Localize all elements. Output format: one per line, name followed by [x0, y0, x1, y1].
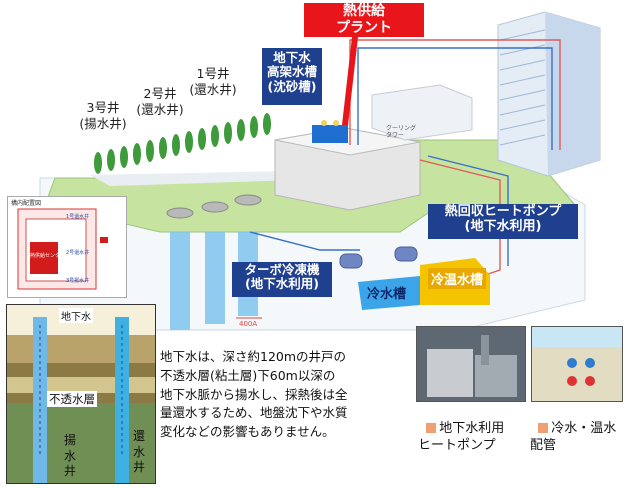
- site-map: 構内配置図 熱供給センター 1号還水井 2号還水井 3号揚水井: [7, 196, 127, 298]
- site-map-title: 構内配置図: [11, 200, 42, 207]
- heat-pump-machine: [339, 246, 418, 269]
- well-shaft-2: [205, 232, 225, 324]
- tree-row: [94, 113, 271, 174]
- section-title: 地下水: [59, 308, 93, 323]
- description-text: 地下水は、深さ約120mの井戸の 不透水層(粘土層)下60m以深の 地下水脈から…: [160, 349, 348, 439]
- pumping-well-label: 揚 水 井: [64, 433, 77, 479]
- elevated-tank: [312, 125, 348, 143]
- well-2-head: [201, 201, 229, 213]
- cooling-building: [371, 84, 473, 141]
- well-1-label: 1号井 (還水井): [189, 66, 237, 97]
- return-well-label: 還 水 井: [133, 429, 146, 475]
- well-3-label: 3号井 (揚水井): [79, 100, 127, 131]
- turbo-chiller-label: ターボ冷凍機 (地下水利用): [232, 262, 332, 297]
- impervious-label: 不透水層: [47, 391, 97, 407]
- plant-label: 熱供給 プラント: [304, 3, 424, 37]
- site-map-center: 熱供給センター: [30, 253, 66, 259]
- site-map-label-3: 3号揚水井: [66, 278, 90, 284]
- site-map-label-2: 2号還水井: [66, 250, 90, 256]
- depth-label: 400A: [239, 320, 258, 328]
- cooling-tower-label: クーリング タワー: [386, 125, 417, 139]
- cold-tank: [358, 276, 420, 310]
- heat-pump-label: 熱回収ヒートポンプ (地下水利用): [428, 204, 578, 239]
- piping-photo: [531, 326, 623, 402]
- caption-marker-icon: [426, 422, 437, 433]
- well-2-label: 2号井 (還水井): [136, 86, 184, 117]
- well-cross-section: 地下水 不透水層 揚 水 井 還 水 井: [6, 304, 156, 484]
- well-shaft-3: [170, 232, 190, 330]
- tank-label: 地下水 高架水槽 (沈砂槽): [262, 48, 322, 105]
- warm-tank-label: 冷温水槽: [428, 268, 487, 289]
- caption-marker-icon: [538, 422, 549, 433]
- well-1-head: [234, 194, 262, 206]
- well-3-head: [166, 207, 194, 219]
- heat-pump-photo: [416, 326, 526, 402]
- photo-caption-2: 冷水・温水 配管: [530, 420, 617, 454]
- photo-caption-1: 地下水利用 ヒートポンプ: [418, 420, 505, 454]
- site-map-label-1: 1号還水井: [66, 214, 90, 220]
- plant-pointer: [342, 37, 358, 125]
- cold-tank-label: 冷水槽: [367, 287, 407, 302]
